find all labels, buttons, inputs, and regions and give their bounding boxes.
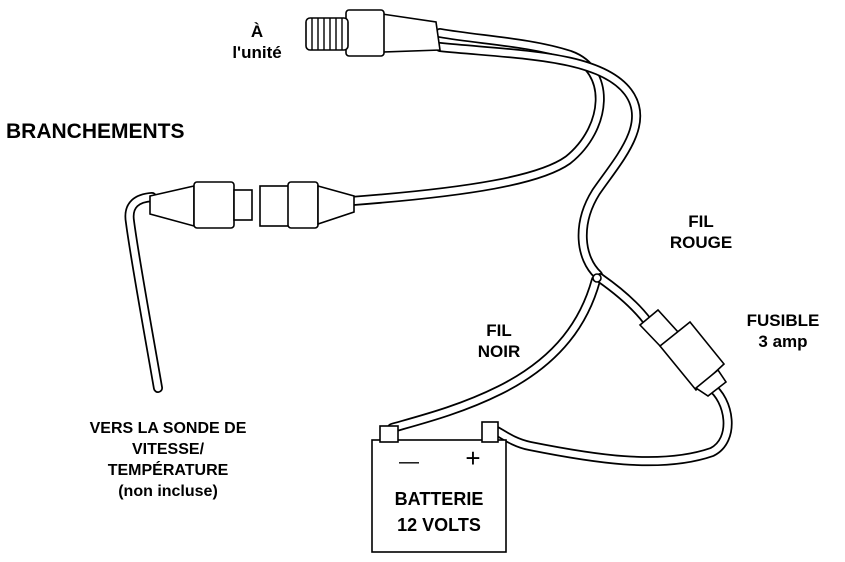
red-wire	[595, 273, 653, 327]
sensor-line-2: VITESSE/	[131, 441, 205, 458]
unit-plug	[305, 9, 441, 57]
black-wire	[387, 275, 601, 433]
unit-cable	[347, 28, 605, 206]
battery-line-2: 12 VOLTS	[397, 515, 481, 535]
black-wire-line-1: FIL	[486, 321, 512, 340]
page-title: BRANCHEMENTS	[6, 120, 185, 143]
fuse-line-2: 3 amp	[758, 332, 808, 351]
sensor-line-3: TEMPÉRATURE	[107, 462, 229, 479]
sensor-cable	[124, 192, 163, 393]
sensor-line-1: VERS LA SONDE DE	[89, 420, 247, 437]
fuse-holder	[638, 308, 728, 397]
black-wire-line-2: NOIR	[477, 342, 521, 361]
to-unit-label: À l'unité	[202, 21, 312, 63]
battery-line-1: BATTERIE	[394, 489, 484, 509]
red-wire-label: FIL ROUGE	[651, 211, 751, 253]
inline-connector	[149, 181, 355, 229]
fuse-label: FUSIBLE 3 amp	[728, 310, 838, 352]
to-unit-line-1: À	[250, 22, 264, 41]
sensor-line-4: (non incluse)	[118, 483, 218, 500]
to-unit-line-2: l'unité	[232, 43, 282, 62]
battery-minus-symbol: —	[399, 451, 419, 473]
fuse-to-battery-wire	[485, 381, 733, 467]
sensor-label: VERS LA SONDE DE VITESSE/ TEMPÉRATURE (n…	[58, 418, 278, 502]
battery	[371, 421, 507, 553]
fuse-line-1: FUSIBLE	[746, 311, 820, 330]
wire-junction	[592, 273, 602, 283]
red-wire-line-1: FIL	[688, 212, 714, 231]
black-wire-label: FIL NOIR	[449, 320, 549, 362]
red-wire-line-2: ROUGE	[669, 233, 733, 252]
battery-label: BATTERIE 12 VOLTS	[372, 486, 506, 538]
power-cable	[435, 42, 642, 280]
battery-plus-symbol: +	[465, 443, 481, 473]
